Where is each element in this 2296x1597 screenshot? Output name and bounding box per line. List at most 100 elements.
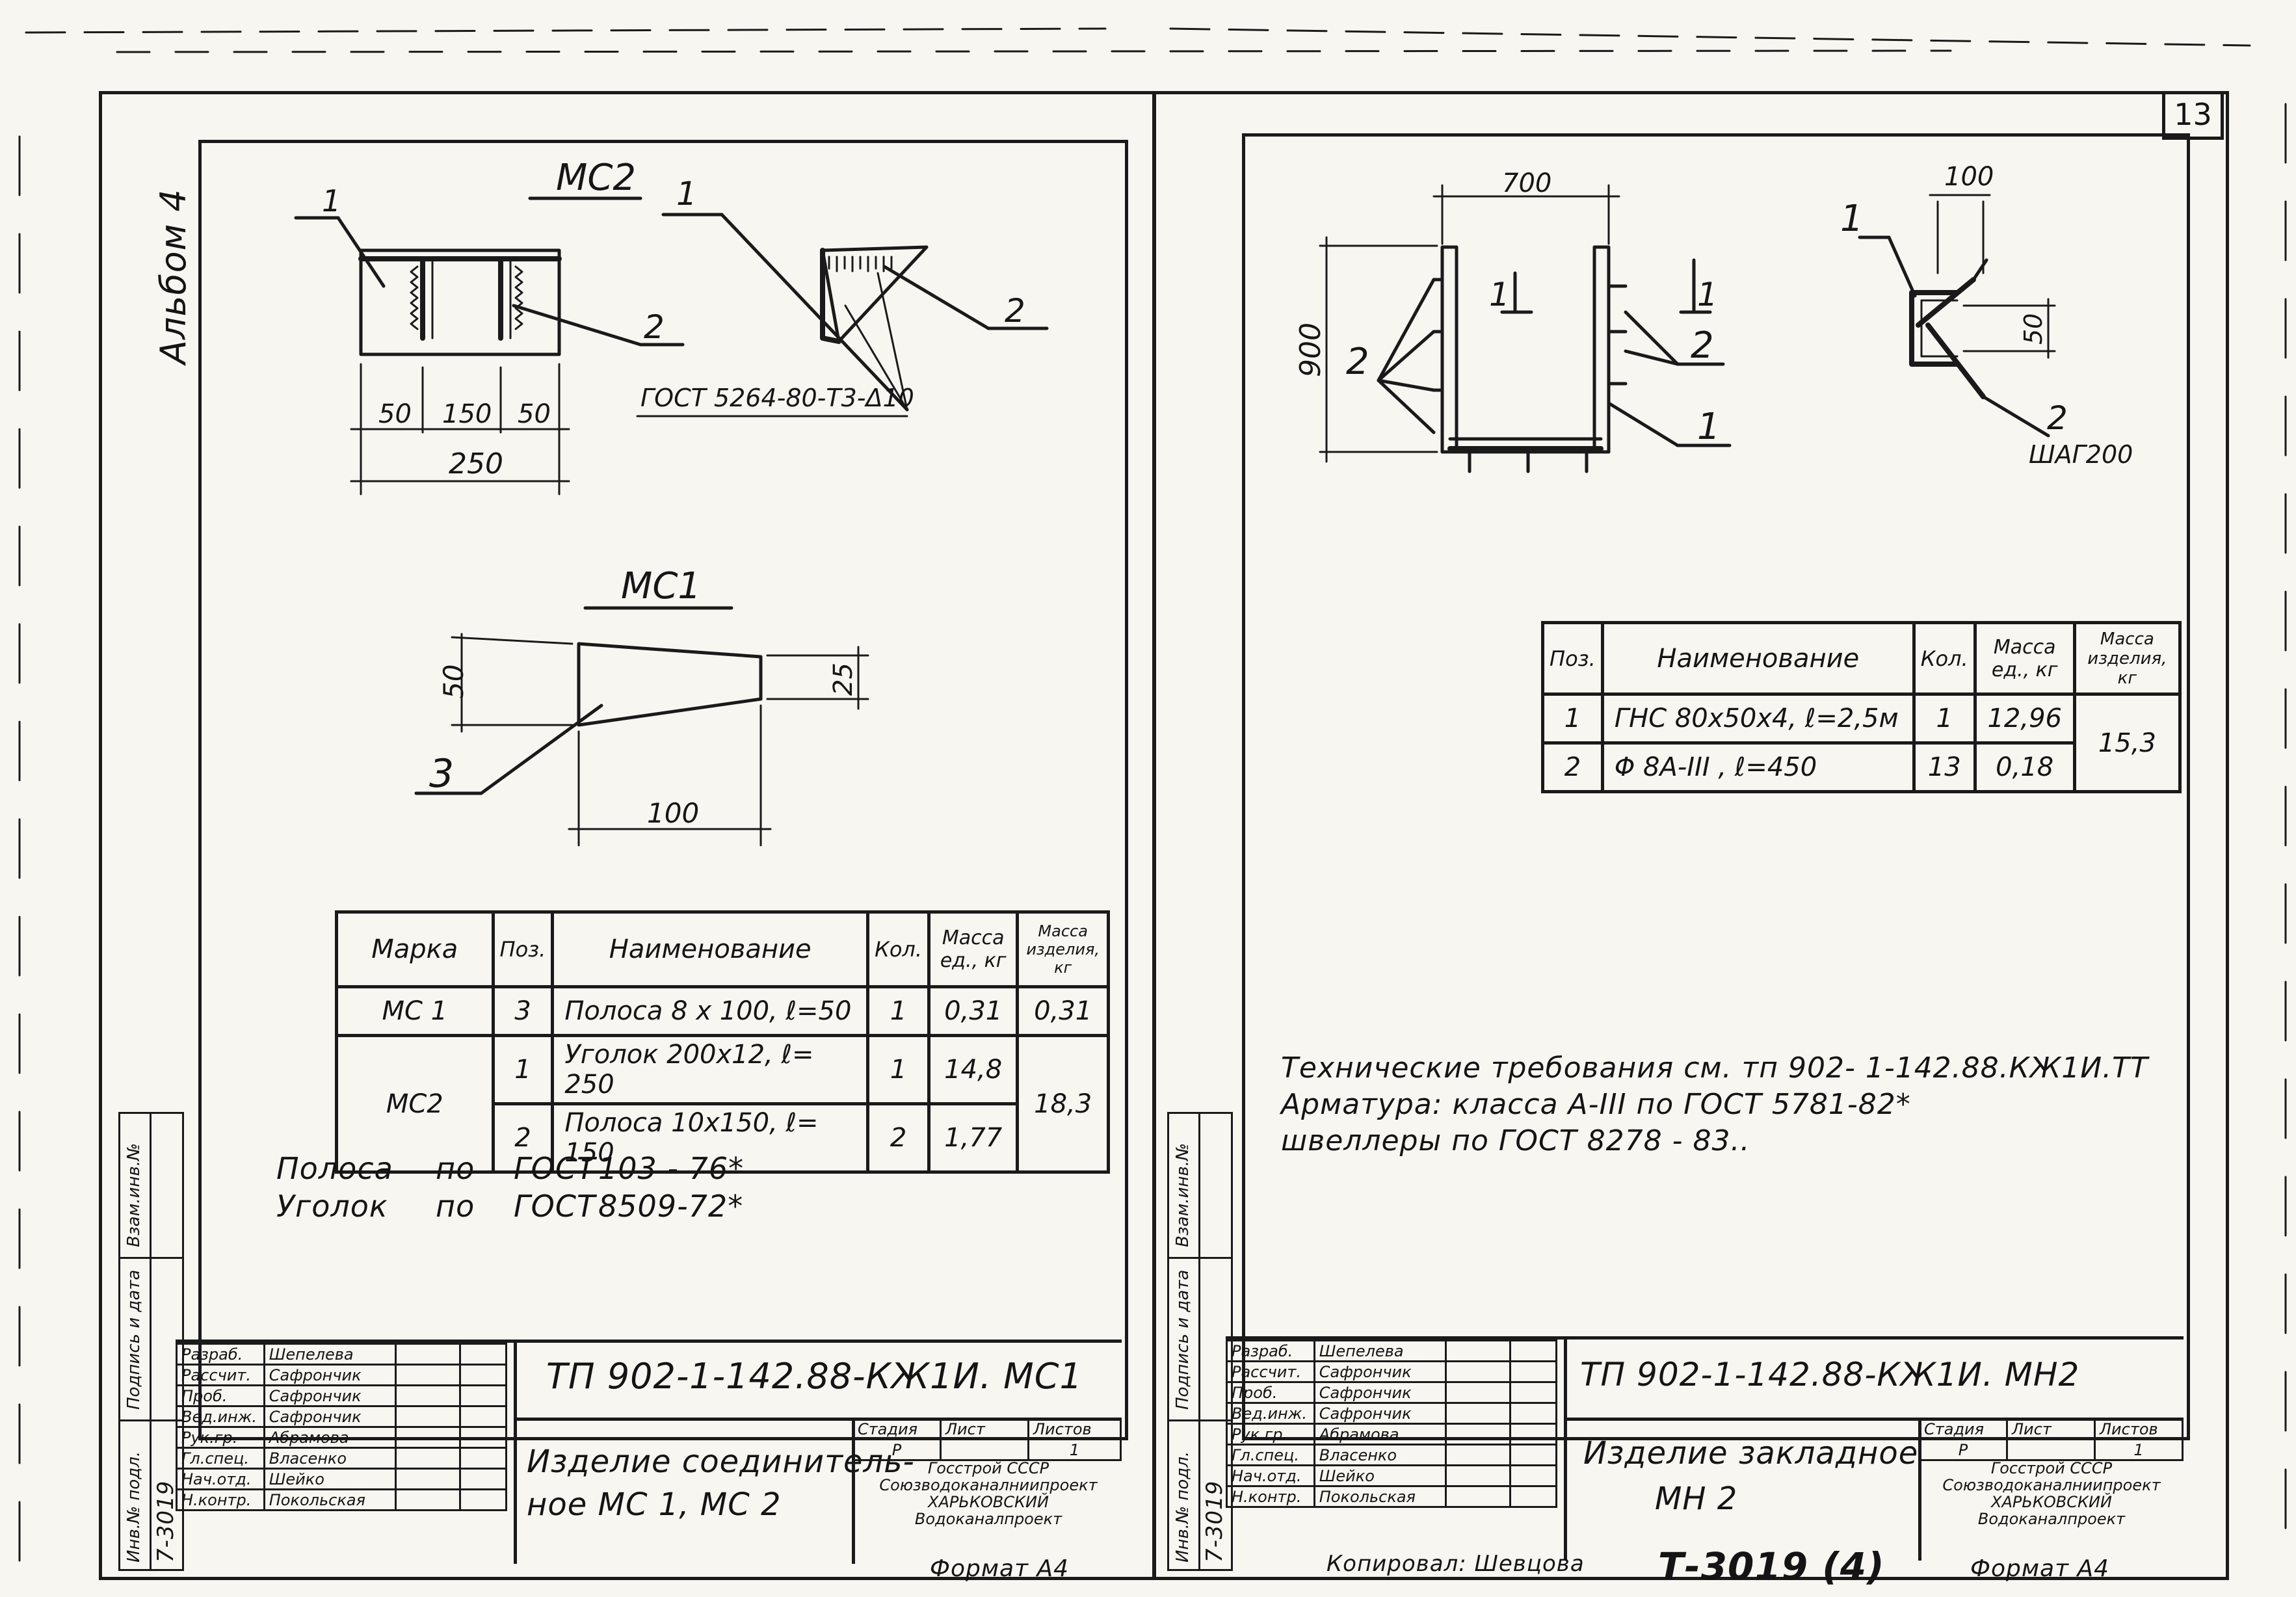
right-notes: Технические требования см. тп 902- 1-142… xyxy=(1281,1050,2148,1159)
col-mass-item: Масса изделия, кг xyxy=(1016,910,1110,988)
left-sheet-inner-frame xyxy=(198,140,1128,1440)
mc2-callout-1: 1 xyxy=(322,183,341,218)
stamp-inv-original: Инв.№ подл. xyxy=(124,1451,144,1563)
left-item-name: Изделие соединитель- ное МС 1, МС 2 xyxy=(527,1444,915,1523)
cell-qty: 13 xyxy=(1912,741,1977,793)
col-qty: Кол. xyxy=(1912,621,1977,696)
mc2-section-callout-2: 2 xyxy=(1005,292,1025,330)
mc2-dim-50a: 50 xyxy=(378,399,412,429)
cell-pos: 1 xyxy=(1541,693,1604,745)
note-line: Технические требования см. тп 902- 1-142… xyxy=(1281,1051,2148,1085)
right-item-name: Изделие закладное МН 2 xyxy=(1583,1435,1919,1517)
col-qty: Кол. xyxy=(866,910,931,988)
mc1-dim-25: 25 xyxy=(828,663,858,696)
stamp-replaced-inv: Взам.инв.№ xyxy=(1173,1143,1193,1247)
table-row: 1 ГНС 80x50x4, ℓ=2,5м 1 12,96 15,3 xyxy=(1541,693,2182,793)
table-row: МС 1 3 Полоса 8 x 100, ℓ=50 1 0,31 0,31 xyxy=(335,985,1110,1037)
cell-pos: 3 xyxy=(491,985,555,1037)
left-org-block: Госстрой СССР Союзводоканалниипроект ХАР… xyxy=(879,1459,1098,1528)
table-row: 2 Полоса 10x150, ℓ= 150 2 1,77 xyxy=(337,1102,1109,1174)
right-side-stamp: Взам.инв.№ Подпись и дата Инв.№ подл. 7-… xyxy=(1167,1112,1233,1571)
stamp-inv-number: 7-3019 xyxy=(1202,1480,1228,1563)
cell-name: Полоса 8 x 100, ℓ=50 xyxy=(551,985,870,1037)
cell-mass-unit: 14,8 xyxy=(927,1034,1020,1105)
mh2-section-mark-1a: 1 xyxy=(1489,276,1510,313)
mh2-callout-2-left: 2 xyxy=(1346,341,1369,383)
col-name: Наименование xyxy=(551,910,870,988)
left-side-stamp: Взам.инв.№ Подпись и дата Инв.№ подл. 7-… xyxy=(118,1112,184,1571)
cell-qty: 2 xyxy=(866,1102,931,1174)
stamp-replaced-inv: Взам.инв.№ xyxy=(124,1143,144,1247)
mh2-dim-100: 100 xyxy=(1944,162,1994,192)
cell-mass-unit: 0,18 xyxy=(1973,741,2076,793)
table-row: 2 Φ 8А-III , ℓ=450 13 0,18 xyxy=(1541,741,2180,793)
mh2-callout-1-right: 1 xyxy=(1697,406,1721,448)
mh2-dim-50: 50 xyxy=(2019,313,2048,345)
mc2-title: МС2 xyxy=(556,157,636,199)
note-line: Арматура: класса А-III по ГОСТ 5781-82* xyxy=(1281,1088,1911,1121)
scan-edge-marks xyxy=(18,27,2287,1562)
cell-pos: 2 xyxy=(1541,741,1604,793)
table-row: МС2 1 Уголок 200x12, ℓ= 250 1 14,8 18,3 xyxy=(335,1034,1110,1174)
col-name: Наименование xyxy=(1600,621,1916,696)
cell-qty: 1 xyxy=(1912,693,1977,745)
copied-by-label: Копировал: Шевцова xyxy=(1326,1551,1585,1577)
right-roles-table: Разраб.Шепелева Рассчит.Сафрончик Проб.С… xyxy=(1226,1340,1558,1508)
col-mass-unit: Масса ед., кг xyxy=(1973,621,2076,696)
right-org-block: Госстрой СССР Союзводоканалниипроект ХАР… xyxy=(1942,1459,2161,1528)
mc1-title: МС1 xyxy=(621,565,701,607)
left-spec-table: Марка Поз. Наименование Кол. Масса ед., … xyxy=(335,910,1110,1174)
mh2-drawing: 700 900 1 1 2 2 1 100 50 1 2 ШАГ200 xyxy=(1294,162,2133,473)
cell-pos: 1 xyxy=(491,1034,555,1105)
mc1-dim-50: 50 xyxy=(438,665,469,699)
mh2-dim-700: 700 xyxy=(1502,168,1551,198)
mc2-dim-150: 150 xyxy=(442,399,492,429)
page-number-box: 13 xyxy=(2162,91,2224,140)
cell-name: Φ 8А-III , ℓ=450 xyxy=(1600,741,1916,793)
col-mass-unit: Масса ед., кг xyxy=(927,910,1020,988)
stamp-inv-original: Инв.№ подл. xyxy=(1173,1451,1193,1563)
mc2-drawing: МС2 1 2 50 150 50 250 1 2 ГОСТ 5264-80-Т… xyxy=(294,157,1049,495)
page-number: 13 xyxy=(2174,97,2212,132)
mh2-dim-900: 900 xyxy=(1294,323,1327,377)
cell-pos: 2 xyxy=(491,1102,555,1174)
right-sheet-outer-frame xyxy=(1153,91,2229,1580)
mh2-section-callout-1: 1 xyxy=(1840,198,1864,240)
stamp-signature-date: Подпись и дата xyxy=(1173,1269,1193,1410)
cell-mass-item: 15,3 xyxy=(2072,693,2182,793)
col-mark: Марка xyxy=(335,910,495,988)
right-spec-table: Поз. Наименование Кол. Масса ед., кг Мас… xyxy=(1541,621,2182,793)
cell-mass-unit: 1,77 xyxy=(927,1102,1020,1174)
mc1-callout-3: 3 xyxy=(429,751,454,797)
left-doc-code: ТП 902-1-142.88-КЖ1И. МС1 xyxy=(546,1356,1083,1397)
left-title-block: Разраб.Шепелева Рассчит.Сафрончик Проб.С… xyxy=(176,1340,1122,1567)
left-format-label: Формат А4 xyxy=(930,1555,1070,1582)
mh2-callout-2-right: 2 xyxy=(1691,324,1714,367)
cell-mass-item: 0,31 xyxy=(1016,985,1110,1037)
mc1-dim-100: 100 xyxy=(647,797,699,829)
right-format-label: Формат А4 xyxy=(1970,1555,2110,1582)
note-line: швеллеры по ГОСТ 8278 - 83.. xyxy=(1281,1124,1750,1157)
stamp-signature-date: Подпись и дата xyxy=(124,1269,144,1410)
cell-mass-unit: 12,96 xyxy=(1973,693,2076,745)
mc1-drawing: МС1 50 25 100 3 xyxy=(414,565,869,847)
cell-name: Полоса 10x150, ℓ= 150 xyxy=(551,1102,870,1174)
mc2-gost-note: ГОСТ 5264-80-Т3-Δ10 xyxy=(640,384,914,412)
mh2-section-mark-1b: 1 xyxy=(1697,276,1718,313)
col-pos: Поз. xyxy=(491,910,555,988)
mc2-dim-50b: 50 xyxy=(518,399,551,429)
cell-mass-item: 18,3 xyxy=(1016,1034,1110,1174)
left-roles-table: Разраб.Шепелева Рассчит.Сафрончик Проб.С… xyxy=(176,1343,508,1511)
mc2-dim-250: 250 xyxy=(449,447,503,481)
cell-name: Уголок 200x12, ℓ= 250 xyxy=(551,1034,870,1105)
cell-name: ГНС 80x50x4, ℓ=2,5м xyxy=(1600,693,1916,745)
col-pos: Поз. xyxy=(1541,621,1604,696)
right-sheet-inner-frame xyxy=(1242,133,2190,1440)
mh2-section-callout-2: 2 xyxy=(2047,399,2068,437)
cell-mass-unit: 0,31 xyxy=(927,985,1020,1037)
